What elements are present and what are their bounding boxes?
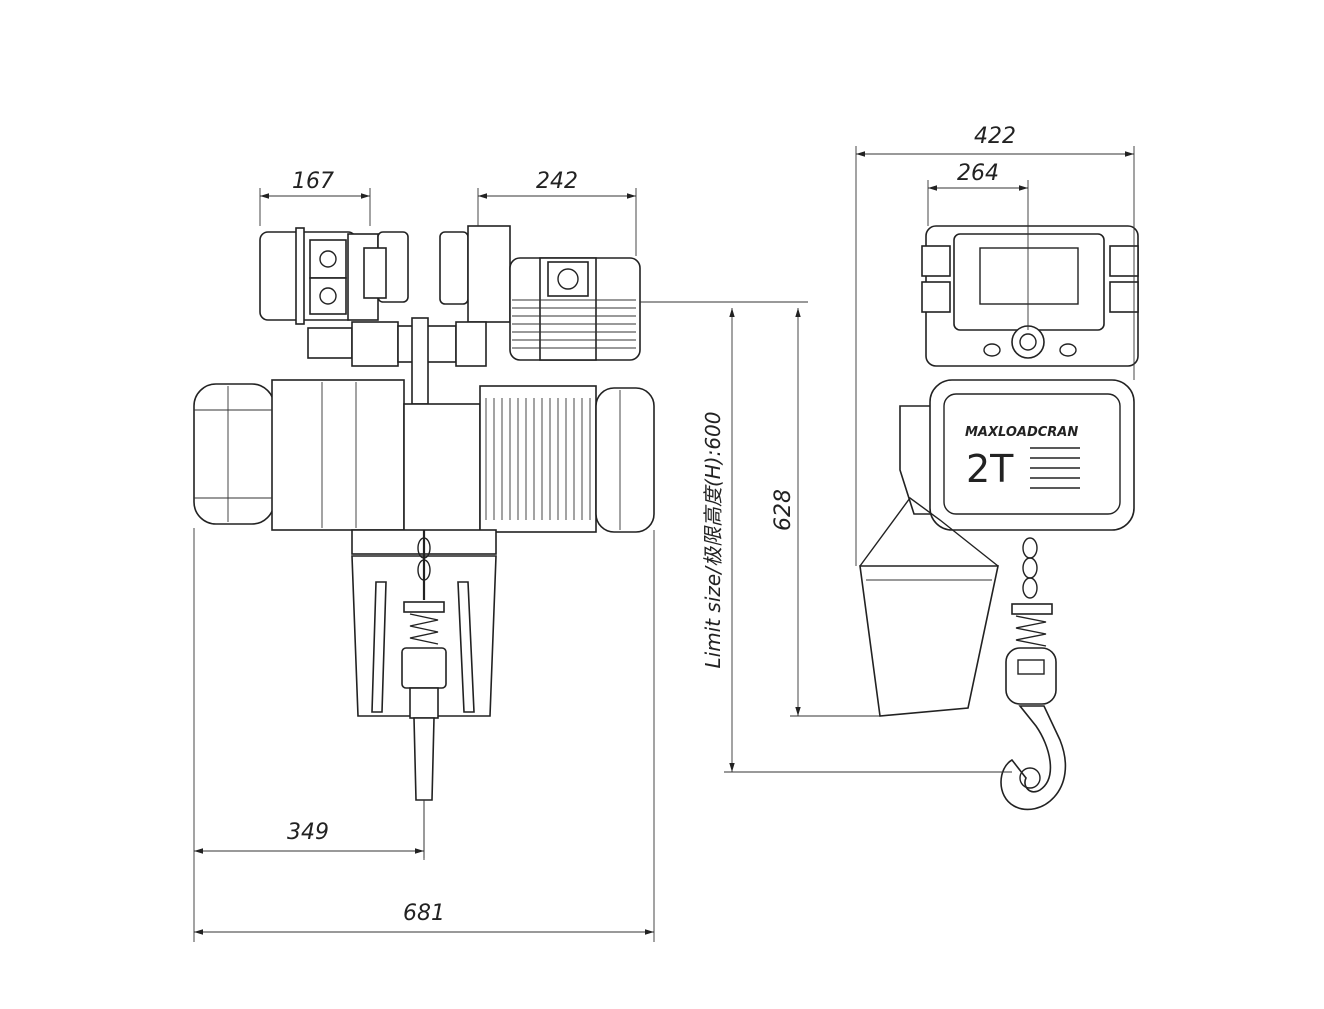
hoist-body-side: MAXLOADCRAN 2T: [899, 379, 1135, 531]
dim-422-label: 422: [974, 124, 1016, 149]
dim-limit-size-label: Limit size/极限高度(H):600: [701, 411, 725, 668]
chain-bucket-front: [351, 529, 497, 717]
hoist-body: [193, 379, 655, 533]
nameplate-brand: MAXLOADCRAN: [965, 425, 1078, 440]
nameplate-capacity: 2T: [966, 447, 1014, 491]
chain-and-hook-side: [1000, 537, 1067, 811]
dim-167-label: 167: [292, 169, 334, 194]
trolley-axle: [307, 317, 487, 405]
dimension-lines: [193, 146, 1135, 942]
dim-681-label: 681: [403, 901, 445, 926]
trolley-motor-left: [259, 227, 409, 325]
dim-264-label: 264: [957, 161, 999, 186]
chain-and-hook-front: [401, 530, 447, 858]
trolley-motor-right: [439, 225, 641, 361]
dim-242-label: 242: [536, 169, 578, 194]
dim-628-label: 628: [771, 489, 796, 531]
dim-349-label: 349: [287, 820, 329, 845]
side-view: MAXLOADCRAN 2T: [859, 225, 1139, 811]
chain-bucket-side: [859, 497, 999, 717]
trolley-plate-side: [921, 225, 1139, 367]
front-view: [193, 225, 655, 858]
